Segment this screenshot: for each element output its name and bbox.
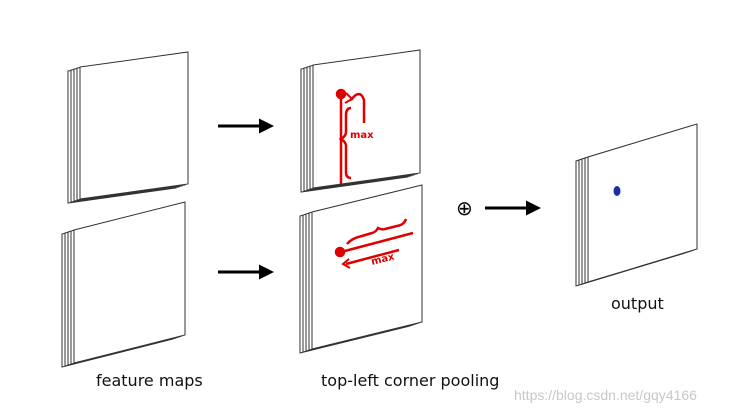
output-label: output — [611, 294, 664, 313]
horizontal-max-annotation — [334, 218, 414, 269]
pooling-label: top-left corner pooling — [321, 371, 500, 390]
max-label-vertical: max — [350, 130, 374, 141]
feature-maps-label: feature maps — [96, 371, 203, 390]
vertical-max-annotation — [335, 88, 366, 184]
sum-symbol: ⊕ — [456, 196, 473, 220]
output-dot — [613, 186, 621, 196]
watermark: https://blog.csdn.net/gqy4166 — [514, 387, 697, 403]
feature-map-stack-bottom — [61, 201, 186, 368]
pooled-stack-top — [300, 49, 421, 193]
output-stack — [575, 123, 698, 287]
feature-map-stack-top — [67, 51, 189, 204]
pooled-stack-bottom — [299, 184, 423, 354]
